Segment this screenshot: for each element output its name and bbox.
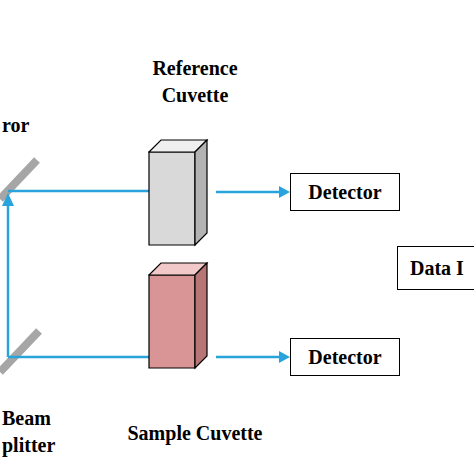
light-beam xyxy=(7,202,10,357)
beam-connector xyxy=(216,191,282,194)
cuvette-face xyxy=(195,140,207,245)
node-text: Reference Cuvette xyxy=(125,55,265,109)
node-text: Detector xyxy=(308,179,381,206)
cuvette-face xyxy=(195,263,207,368)
node-text: Detector xyxy=(308,344,381,371)
cuvette-face xyxy=(149,275,195,368)
arrowhead xyxy=(279,186,290,198)
mirror-label: ror xyxy=(2,112,29,139)
beam-splitter xyxy=(0,331,39,372)
arrowhead xyxy=(279,351,290,363)
node-text: Data I xyxy=(410,255,464,282)
light-beam xyxy=(8,190,150,193)
data-box: Data I xyxy=(397,246,474,290)
cuvette-face xyxy=(149,152,195,245)
cuvette-shape xyxy=(148,139,210,247)
node-text: Sample Cuvette xyxy=(125,420,265,447)
detector-box: Detector xyxy=(290,173,400,211)
mirror xyxy=(0,160,37,199)
beam-arrowhead xyxy=(2,193,14,206)
beam-splitter-label: Beam plitter xyxy=(2,405,74,459)
beam-connector xyxy=(216,356,282,359)
sample-cuvette: Sample Cuvette xyxy=(110,262,280,472)
reference-cuvette: Reference Cuvette xyxy=(110,55,280,255)
light-beam xyxy=(8,356,150,359)
detector-box: Detector xyxy=(290,338,400,376)
cuvette-shape xyxy=(148,262,210,370)
